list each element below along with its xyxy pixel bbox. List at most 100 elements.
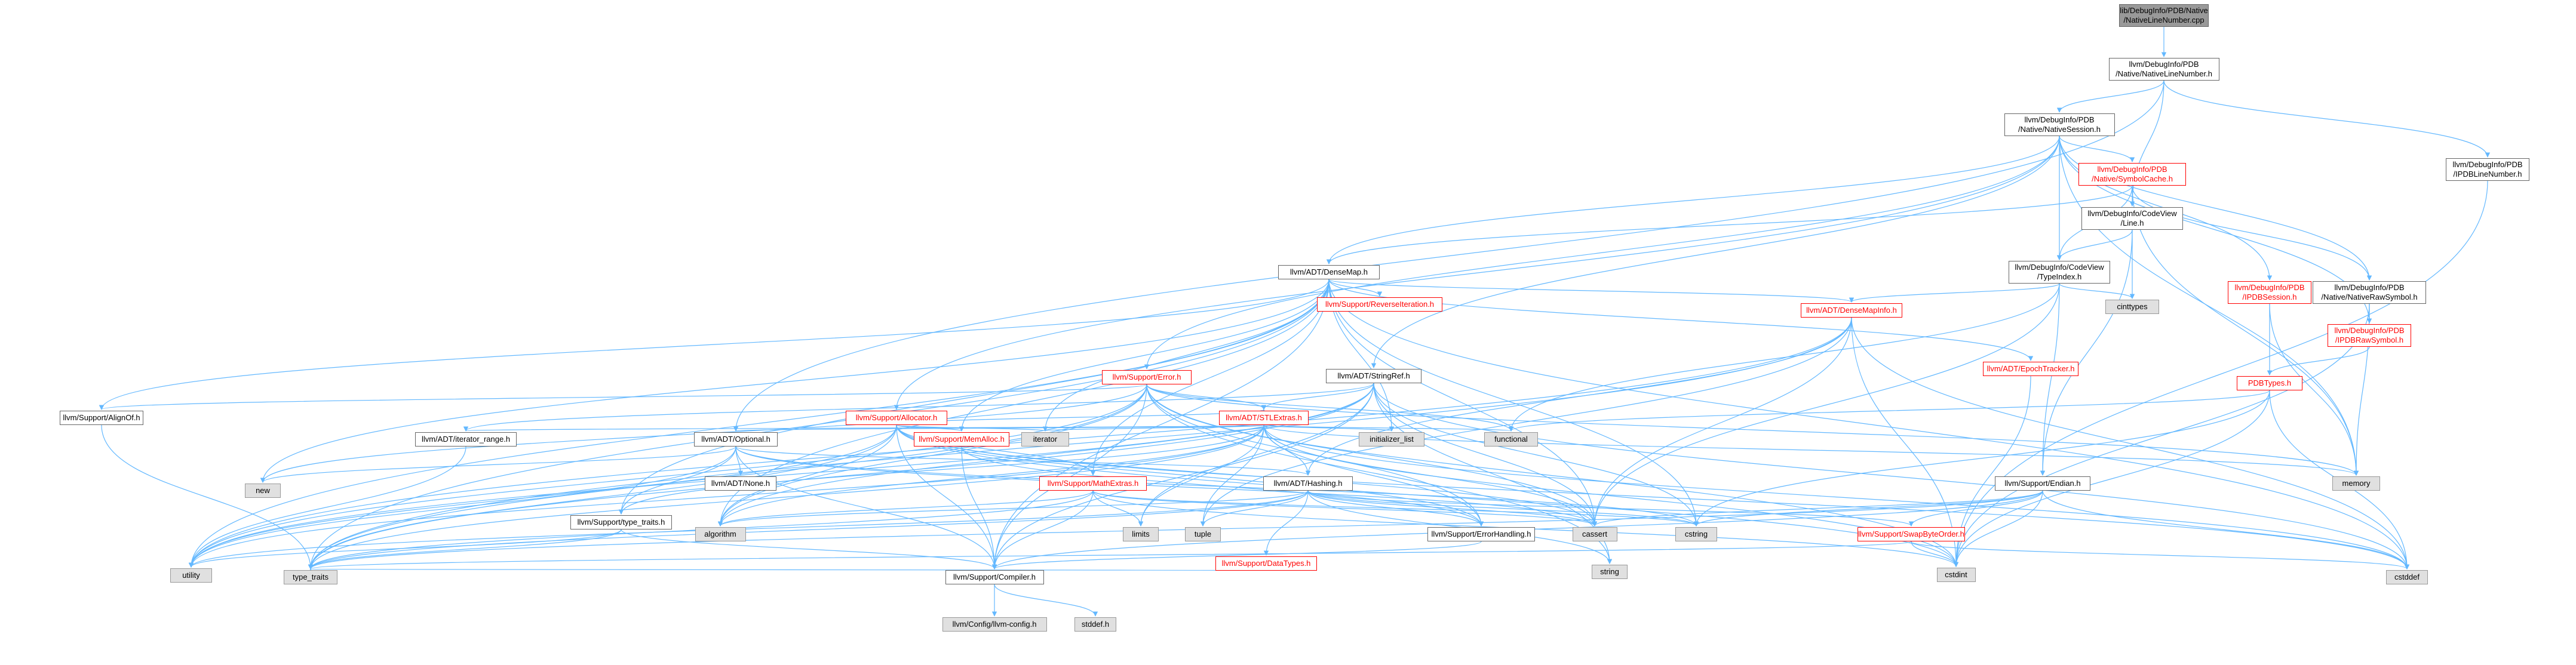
- node-none[interactable]: llvm/ADT/None.h: [705, 476, 776, 491]
- node-datatypes[interactable]: llvm/Support/DataTypes.h: [1215, 556, 1317, 571]
- edge-allocator-to-algorithm: [717, 424, 897, 527]
- edge-swapbyte-to-cstdint: [1911, 541, 1959, 567]
- node-type_traits: type_traits: [284, 570, 337, 584]
- edge-nln-to-ipdbln: [2163, 80, 2491, 158]
- edge-endian-to-swapbyte: [1908, 490, 2043, 527]
- edge-ipdbraw-to-pdbtypes: [2267, 346, 2370, 375]
- edge-densemap-to-revit: [1328, 279, 1383, 297]
- edge-allocator-to-type_traits: [308, 424, 897, 569]
- edge-typeindex-to-cinttypes: [2059, 283, 2135, 299]
- edge-stlextras-to-type_traits: [308, 424, 1264, 569]
- node-revit[interactable]: llvm/Support/ReverseIteration.h: [1317, 297, 1442, 312]
- node-iterrange[interactable]: llvm/ADT/iterator_range.h: [415, 432, 517, 447]
- node-pdbtypes[interactable]: PDBTypes.h: [2237, 376, 2302, 390]
- edge-stlextras-to-limits: [1138, 424, 1264, 527]
- edge-allocator-to-compiler: [896, 424, 997, 569]
- edge-error-to-functional: [1146, 384, 1514, 432]
- node-swapbyte[interactable]: llvm/Support/SwapByteOrder.h: [1857, 527, 1965, 541]
- node-symcache[interactable]: llvm/DebugInfo/PDB /Native/SymbolCache.h: [2078, 163, 2186, 186]
- node-utility: utility: [170, 568, 212, 583]
- edge-optional-to-new: [260, 446, 736, 483]
- node-root[interactable]: lib/DebugInfo/PDB/Native /NativeLineNumb…: [2119, 4, 2209, 27]
- edge-error-to-memory: [1146, 384, 2359, 476]
- node-error[interactable]: llvm/Support/Error.h: [1102, 370, 1192, 384]
- node-ipdbln[interactable]: llvm/DebugInfo/PDB /IPDBLineNumber.h: [2446, 158, 2529, 181]
- edge-ns-to-symcache: [2059, 136, 2135, 162]
- node-memalloc[interactable]: llvm/Support/MemAlloc.h: [914, 432, 1009, 447]
- edge-nln-to-optional: [733, 80, 2164, 432]
- node-algorithm: algorithm: [695, 527, 746, 541]
- node-stlextras[interactable]: llvm/ADT/STLExtras.h: [1219, 411, 1309, 425]
- edge-hashing-to-utility: [189, 490, 1309, 568]
- edge-hashing-to-tuple: [1200, 490, 1309, 527]
- edge-hashing-to-type_traits: [308, 490, 1309, 569]
- node-cvline[interactable]: llvm/DebugInfo/CodeView /Line.h: [2081, 207, 2183, 230]
- node-typeindex[interactable]: llvm/DebugInfo/CodeView /TypeIndex.h: [2009, 261, 2110, 284]
- edge-densemap-to-aligno: [99, 279, 1330, 410]
- edge-densemap-to-epoch: [1328, 279, 2034, 361]
- node-densemapinfo[interactable]: llvm/ADT/DenseMapInfo.h: [1801, 303, 1902, 318]
- edge-ns-to-densemap: [1326, 136, 2060, 264]
- node-new: new: [245, 484, 281, 498]
- edge-densemapinfo-to-cstdint: [1851, 317, 1959, 567]
- edge-stlextras-to-initlist: [1263, 424, 1394, 432]
- edge-densemap-to-densemapinfo: [1328, 279, 1854, 303]
- edge-ns-to-stringref: [1371, 136, 2060, 368]
- edge-densemap-to-utility: [188, 279, 1330, 568]
- edge-stringref-to-iterrange: [463, 383, 1374, 432]
- edge-endian-to-cstdint: [1953, 490, 2043, 567]
- edge-ns-to-allocator: [894, 136, 2060, 410]
- node-nln[interactable]: llvm/DebugInfo/PDB /Native/NativeLineNum…: [2108, 58, 2219, 81]
- node-aligno[interactable]: llvm/Support/AlignOf.h: [60, 411, 143, 425]
- edge-stlextras-to-errhandling: [1263, 424, 1484, 527]
- edge-ns-to-error: [1144, 136, 2060, 370]
- edge-error-to-aligno: [99, 384, 1147, 410]
- edge-typetraits-to-utility: [188, 529, 622, 568]
- edge-memalloc-to-errhandling: [961, 446, 1484, 527]
- edge-densemapinfo-to-tuple: [1200, 317, 1852, 527]
- edge-mathextras-to-limits: [1092, 490, 1144, 527]
- edge-stlextras-to-memory: [1263, 424, 2359, 476]
- edge-hashing-to-swapbyte: [1307, 490, 1914, 527]
- node-endian[interactable]: llvm/Support/Endian.h: [1995, 476, 2090, 491]
- node-mathextras[interactable]: llvm/Support/MathExtras.h: [1039, 476, 1147, 491]
- node-densemap[interactable]: llvm/ADT/DenseMap.h: [1278, 265, 1380, 279]
- node-stddef: stddef.h: [1074, 617, 1116, 632]
- edge-stlextras-to-iterator: [1043, 424, 1264, 432]
- edge-endian-to-cstring: [1693, 490, 2043, 527]
- edge-typeindex-to-densemapinfo: [1849, 283, 2060, 303]
- edge-stlextras-to-functional: [1263, 424, 1513, 432]
- node-compiler[interactable]: llvm/Support/Compiler.h: [945, 570, 1044, 584]
- edge-error-to-utility: [188, 384, 1147, 568]
- edge-typeindex-to-endian: [2040, 283, 2060, 476]
- edge-pdbtypes-to-functional: [1509, 390, 2270, 432]
- node-nrawsym[interactable]: llvm/DebugInfo/PDB /Native/NativeRawSymb…: [2313, 281, 2426, 304]
- node-string: string: [1592, 565, 1628, 579]
- edge-pdbtypes-to-cstring: [1693, 390, 2270, 527]
- edge-optional-to-hashing: [735, 446, 1310, 476]
- node-errhandling[interactable]: llvm/Support/ErrorHandling.h: [1427, 527, 1535, 541]
- edge-errhandling-to-compiler: [992, 541, 1482, 569]
- edge-optional-to-cstring: [735, 446, 1699, 527]
- node-cassert: cassert: [1572, 527, 1617, 541]
- node-hashing[interactable]: llvm/ADT/Hashing.h: [1263, 476, 1353, 491]
- edge-error-to-algorithm: [717, 384, 1147, 527]
- node-ipdbraw[interactable]: llvm/DebugInfo/PDB /IPDBRawSymbol.h: [2328, 324, 2411, 347]
- node-ns[interactable]: llvm/DebugInfo/PDB /Native/NativeSession…: [2004, 113, 2115, 136]
- edge-stlextras-to-utility: [188, 424, 1264, 568]
- node-stringref[interactable]: llvm/ADT/StringRef.h: [1326, 369, 1421, 383]
- edge-densemap-to-cstddef: [1328, 279, 2410, 569]
- edge-compiler-to-stddef: [994, 584, 1098, 617]
- edge-densemap-to-compiler: [991, 279, 1330, 569]
- node-typetraits[interactable]: llvm/Support/type_traits.h: [570, 515, 672, 529]
- node-cstring: cstring: [1675, 527, 1717, 541]
- edge-cvline-to-typeindex: [2056, 229, 2133, 260]
- node-ipdbsession[interactable]: llvm/DebugInfo/PDB /IPDBSession.h: [2228, 281, 2311, 304]
- node-epoch[interactable]: llvm/ADT/EpochTracker.h: [1983, 362, 2078, 376]
- edge-stlextras-to-iterrange: [464, 424, 1264, 432]
- node-allocator[interactable]: llvm/Support/Allocator.h: [846, 411, 947, 425]
- edge-stringref-to-algorithm: [717, 383, 1374, 527]
- edge-iterrange-to-utility: [188, 446, 466, 568]
- node-optional[interactable]: llvm/ADT/Optional.h: [694, 432, 778, 447]
